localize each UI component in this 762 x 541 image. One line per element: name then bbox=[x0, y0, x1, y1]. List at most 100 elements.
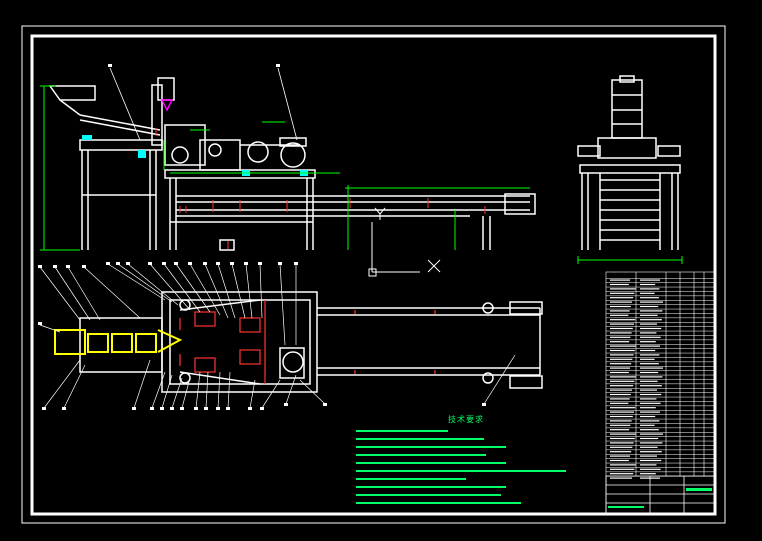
parts-row-text bbox=[610, 319, 636, 321]
parts-row-line bbox=[606, 300, 714, 301]
parts-row-text bbox=[640, 297, 659, 299]
parts-row-text bbox=[640, 451, 662, 453]
parts-row-text bbox=[610, 358, 633, 360]
parts-row-text bbox=[610, 279, 630, 281]
parts-row-text bbox=[640, 411, 660, 413]
parts-row-text bbox=[640, 305, 659, 308]
parts-row-text bbox=[610, 385, 634, 387]
parts-row-text bbox=[610, 297, 634, 299]
parts-row-text bbox=[640, 354, 660, 356]
parts-row-text bbox=[640, 385, 662, 387]
parts-row-line bbox=[606, 361, 714, 363]
parts-row-text bbox=[640, 283, 656, 286]
parts-row-line bbox=[606, 405, 714, 407]
parts-list-table bbox=[605, 271, 715, 515]
parts-row-text bbox=[640, 336, 661, 338]
plan-yellow-feeder bbox=[54, 329, 183, 355]
parts-row-text bbox=[640, 398, 657, 400]
parts-row-text bbox=[640, 437, 659, 440]
parts-row-line bbox=[606, 357, 714, 358]
parts-row-line bbox=[606, 352, 714, 354]
plan-balloon-marks bbox=[38, 262, 486, 410]
parts-row-text bbox=[640, 407, 656, 409]
parts-row-text bbox=[610, 442, 634, 444]
parts-row-text bbox=[640, 446, 658, 448]
parts-row-text bbox=[640, 433, 663, 435]
parts-row-text bbox=[610, 433, 636, 435]
parts-row-line bbox=[606, 427, 714, 429]
technical-notes-title: 技术要求 bbox=[448, 415, 484, 424]
parts-row-line bbox=[606, 295, 714, 297]
parts-row-text bbox=[640, 327, 662, 330]
parts-row-line bbox=[606, 454, 714, 455]
parts-row-text bbox=[610, 292, 635, 294]
parts-row-line bbox=[606, 410, 714, 411]
parts-row-line bbox=[606, 286, 714, 288]
parts-row-line bbox=[606, 326, 714, 327]
parts-row-text bbox=[610, 420, 632, 422]
front-dimension-lines bbox=[40, 85, 530, 251]
parts-row-text bbox=[640, 464, 657, 466]
front-elevation-view bbox=[48, 77, 536, 251]
parts-row-line bbox=[606, 278, 714, 279]
parts-row-text bbox=[640, 345, 660, 347]
parts-row-text bbox=[640, 310, 663, 312]
parts-row-line bbox=[606, 432, 714, 433]
parts-row-text bbox=[640, 358, 655, 360]
parts-row-text bbox=[610, 468, 635, 470]
parts-row-text bbox=[640, 380, 658, 382]
side-dimension-lines bbox=[577, 256, 683, 264]
parts-row-text bbox=[610, 336, 631, 338]
parts-row-text bbox=[610, 354, 634, 356]
parts-row-text bbox=[640, 393, 662, 396]
parts-row-text bbox=[640, 332, 657, 334]
parts-row-text bbox=[640, 323, 657, 325]
parts-row-text bbox=[610, 332, 632, 334]
parts-row-text bbox=[640, 429, 659, 431]
parts-row-line bbox=[606, 282, 714, 283]
parts-row-line bbox=[606, 467, 714, 468]
parts-row-line bbox=[606, 317, 714, 319]
parts-row-text bbox=[640, 402, 661, 404]
parts-row-line bbox=[606, 374, 714, 376]
outer-border bbox=[21, 25, 726, 524]
parts-row-text bbox=[610, 429, 630, 431]
parts-row-text bbox=[640, 371, 659, 374]
parts-row-text bbox=[640, 314, 658, 316]
parts-row-line bbox=[606, 445, 714, 446]
parts-row-text bbox=[640, 349, 656, 352]
inner-border bbox=[30, 34, 717, 516]
parts-row-text bbox=[610, 459, 629, 462]
parts-row-text bbox=[610, 341, 630, 343]
plan-view bbox=[79, 291, 543, 393]
parts-row-line bbox=[606, 436, 714, 437]
parts-row-line bbox=[606, 291, 714, 292]
parts-row-text bbox=[640, 424, 655, 426]
parts-row-text bbox=[640, 301, 663, 303]
side-elevation-view bbox=[577, 75, 681, 250]
parts-row-text bbox=[640, 319, 662, 321]
parts-row-text bbox=[610, 327, 633, 330]
parts-row-text bbox=[610, 376, 636, 378]
ucs-axis-icon bbox=[368, 207, 441, 277]
parts-row-line bbox=[606, 344, 714, 345]
parts-row-line bbox=[606, 339, 714, 341]
parts-row-text bbox=[610, 389, 632, 391]
parts-row-text bbox=[610, 451, 632, 453]
parts-row-text bbox=[610, 371, 629, 374]
parts-row-text bbox=[610, 455, 630, 457]
plan-leader-lines bbox=[39, 263, 516, 409]
parts-row-text bbox=[610, 473, 634, 475]
parts-row-line bbox=[606, 401, 714, 402]
parts-row-text bbox=[640, 455, 657, 457]
parts-row-line bbox=[606, 366, 714, 367]
parts-row-line bbox=[606, 304, 714, 305]
parts-row-line bbox=[606, 414, 714, 415]
parts-row-text bbox=[610, 477, 632, 479]
parts-row-text bbox=[610, 305, 631, 308]
parts-row-text bbox=[610, 314, 629, 316]
parts-row-text bbox=[640, 442, 663, 444]
parts-row-line bbox=[606, 418, 714, 420]
title-block bbox=[605, 475, 715, 515]
